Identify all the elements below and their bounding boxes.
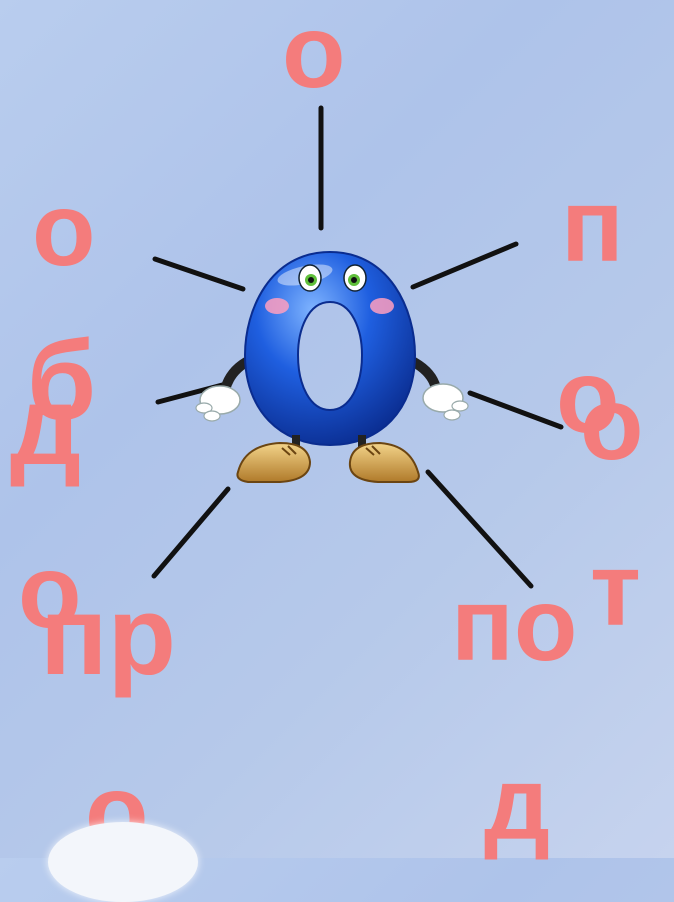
right-cheek — [370, 298, 394, 314]
left-eye-icon — [299, 265, 321, 291]
letter-top[interactable]: о — [282, 0, 346, 104]
letter-o-body — [245, 252, 415, 445]
slide-canvas: о о п б д о о о пр по т о д — [0, 0, 674, 858]
right-shoe-icon — [350, 443, 419, 482]
letter-left-upper[interactable]: о — [32, 178, 96, 282]
letter-right-middle-2[interactable]: о — [580, 372, 644, 476]
right-glove-icon — [423, 384, 468, 420]
line-lower-left — [154, 489, 228, 576]
left-glove-icon — [196, 386, 240, 421]
letter-right-lower-1[interactable]: по — [451, 573, 577, 677]
letter-bottom-right[interactable]: д — [484, 752, 550, 856]
left-cheek — [265, 298, 289, 314]
letter-left-lower-2[interactable]: пр — [40, 580, 176, 692]
letter-o-character — [190, 240, 470, 500]
letter-right-lower-2[interactable]: т — [590, 538, 641, 642]
bottom-bubble-shape — [48, 822, 198, 902]
letter-right-upper[interactable]: п — [561, 174, 624, 278]
line-middle-right — [470, 393, 561, 427]
right-eye-icon — [344, 265, 366, 291]
letter-left-middle-2[interactable]: д — [10, 370, 81, 482]
left-shoe-icon — [237, 443, 310, 482]
